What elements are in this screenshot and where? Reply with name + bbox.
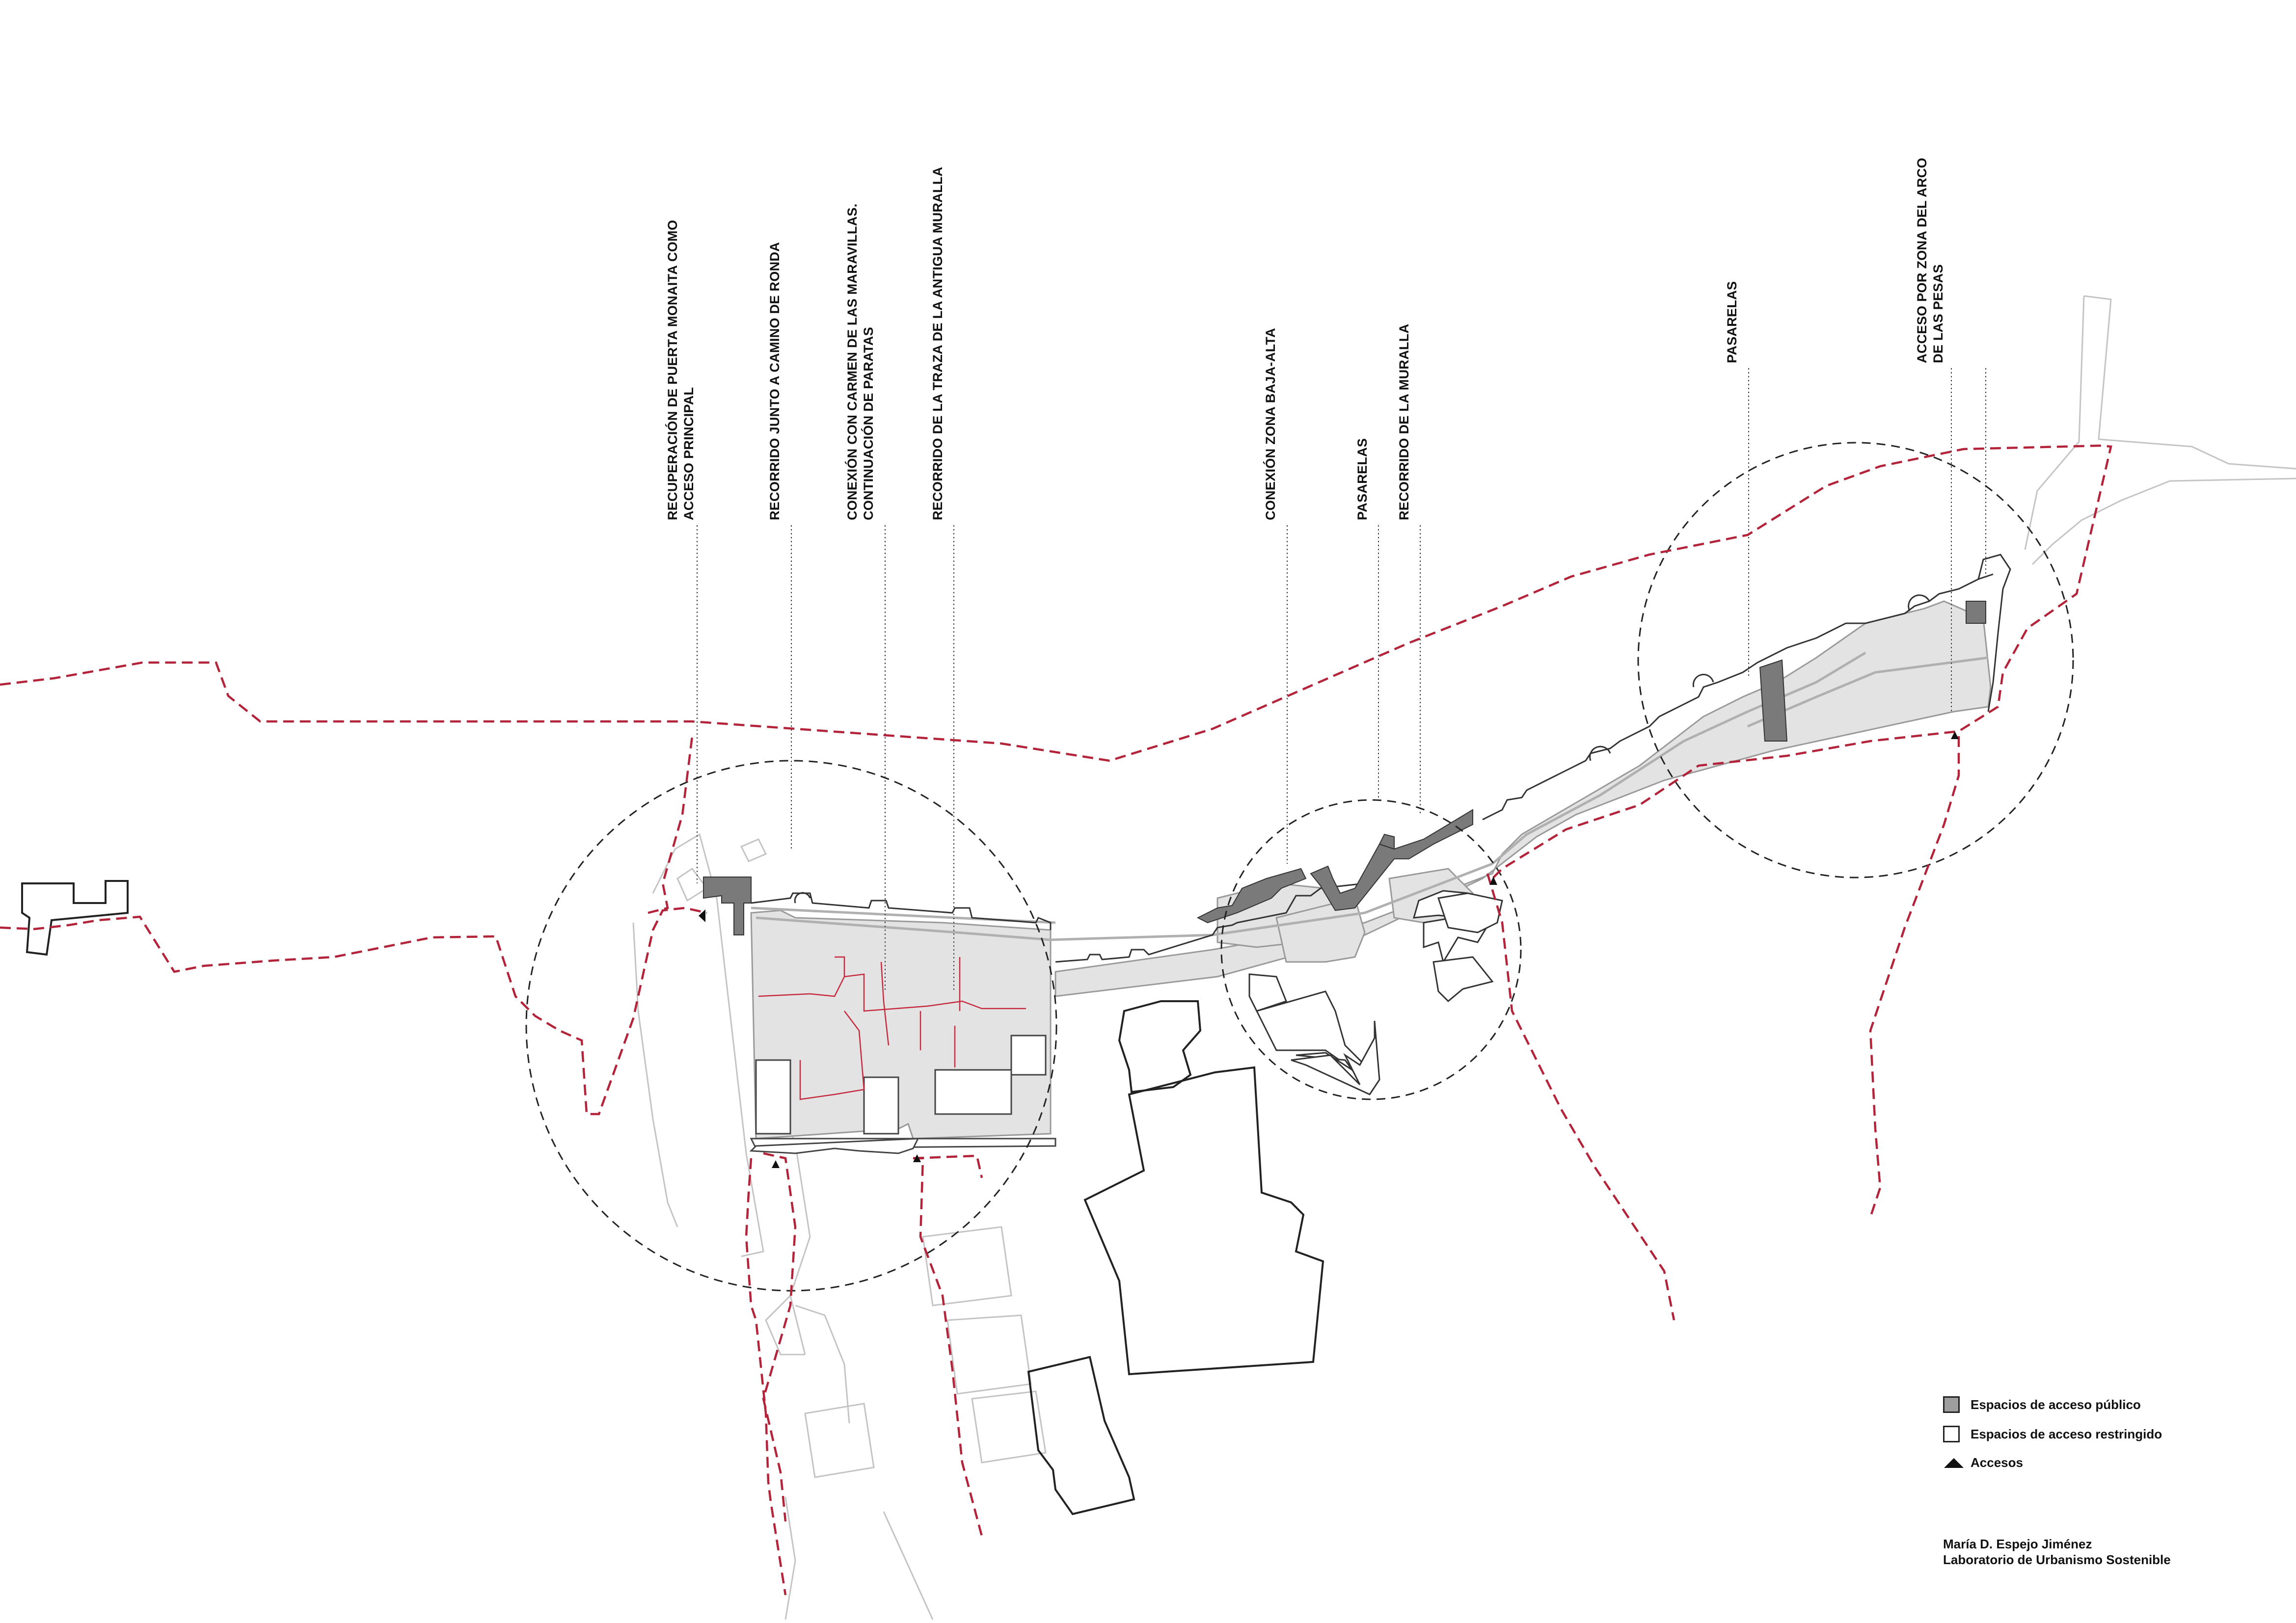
leader-lines xyxy=(697,368,1986,991)
annotation-line: CONEXIÓN CON CARMEN DE LAS MARAVILLAS. xyxy=(845,203,860,520)
wall-outline xyxy=(751,554,2011,963)
access-markers xyxy=(699,731,1959,1168)
lower-zone-plots xyxy=(1248,890,1503,1095)
public-swatch-icon xyxy=(1943,1396,1960,1413)
annotation-line: RECUPERACIÓN DE PUERTA MONAITA COMO xyxy=(665,219,680,520)
zone-circles xyxy=(525,442,2074,1292)
annotation-line: RECORRIDO JUNTO A CAMINO DE RONDA xyxy=(767,242,782,520)
access-arrow-icon xyxy=(1951,731,1959,739)
access-arrow-icon xyxy=(1489,877,1497,885)
public-spaces xyxy=(703,601,1986,935)
legend-restricted-label: Espacios de acceso restringido xyxy=(1971,1427,2162,1441)
main-complex-blocks xyxy=(749,1035,1056,1154)
annotation-line: PASARELAS xyxy=(1725,281,1739,363)
access-arrow-icon xyxy=(699,909,705,922)
annotation-line: RECORRIDO DE LA MURALLA xyxy=(1397,323,1411,520)
annotation-line: ACCESO PRINCIPAL xyxy=(681,387,696,520)
internal-paths xyxy=(758,956,1026,1100)
annotation-line: CONEXIÓN ZONA BAJA-ALTA xyxy=(1263,328,1278,520)
annotation-line: RECORRIDO DE LA TRAZA DE LA ANTIGUA MURA… xyxy=(930,166,945,520)
annotation-line: DE LAS PESAS xyxy=(1931,264,1945,363)
legend-access-label: Accesos xyxy=(1971,1455,2023,1470)
annotation-line: ACCESO POR ZONA DEL ARCO xyxy=(1915,158,1929,363)
restricted-swatch-icon xyxy=(1943,1426,1960,1442)
wall-walkway xyxy=(751,651,1989,941)
access-arrow-icon xyxy=(913,1154,921,1162)
access-triangle-icon xyxy=(1944,1458,1964,1468)
legend-public-label: Espacios de acceso público xyxy=(1971,1397,2141,1412)
annotation-line: CONTINUACIÓN DE PARATAS xyxy=(861,327,876,520)
annotation-line: PASARELAS xyxy=(1355,438,1370,520)
context-outlines xyxy=(632,295,2296,1620)
credits-lab: Laboratorio de Urbanismo Sostenible xyxy=(1943,1552,2171,1567)
credits-author: María D. Espejo Jiménez xyxy=(1943,1537,2092,1551)
building-outlines xyxy=(21,880,1324,1516)
credits: María D. Espejo Jiménez Laboratorio de U… xyxy=(1943,1536,2171,1568)
access-arrow-icon xyxy=(772,1160,780,1168)
route-lines xyxy=(0,444,2112,1596)
